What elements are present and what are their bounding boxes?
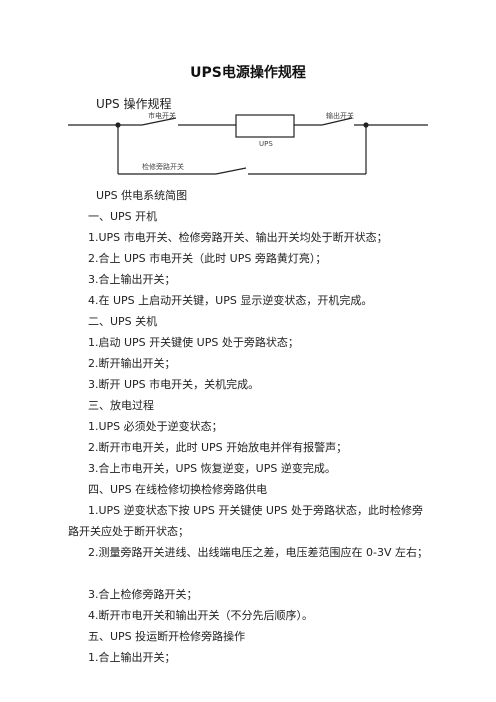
text-line-1: 一、UPS 开机: [88, 210, 158, 223]
text-line-10: 三、放电过程: [88, 399, 154, 412]
text-line-2: 1.UPS 市电开关、检修旁路开关、输出开关均处于断开状态；: [88, 231, 388, 244]
text-line-6: 二、UPS 关机: [88, 315, 158, 328]
page-title: UPS电源操作规程: [190, 65, 306, 81]
ups-wiring-diagram: 市电开关 UPS 输出开关 检修旁路开关: [68, 111, 428, 175]
ups-box-label: UPS: [259, 140, 273, 148]
text-line-18: 1.合上输出开关；: [88, 651, 176, 664]
paragraph-1-text: 1.UPS 逆变状态下按 UPS 开关键使 UPS 处于旁路状态，此时检修旁路开…: [68, 504, 423, 538]
text-line-13: 3.合上市电开关，UPS 恢复逆变，UPS 逆变完成。: [88, 462, 336, 475]
text-line-12: 2.断开市电开关，此时 UPS 开始放电并伴有报警声；: [88, 441, 348, 454]
mains-switch-label: 市电开关: [148, 111, 176, 120]
text-line-15: 3.合上检修旁路开关；: [88, 588, 198, 601]
paragraph-1: 1.UPS 逆变状态下按 UPS 开关键使 UPS 处于旁路状态，此时检修旁路开…: [68, 500, 428, 542]
bypass-switch-label: 检修旁路开关: [142, 162, 184, 171]
text-line-3: 2.合上 UPS 市电开关（此时 UPS 旁路黄灯亮）；: [88, 252, 327, 265]
bypass-switch-blade: [215, 167, 247, 175]
text-line-16: 4.断开市电开关和输出开关（不分先后顺序）。: [88, 609, 313, 622]
output-switch-label: 输出开关: [326, 111, 354, 120]
text-line-7: 1.启动 UPS 开关键使 UPS 处于旁路状态；: [88, 336, 299, 349]
ups-box: [235, 114, 295, 138]
subtitle: UPS 操作规程: [96, 97, 172, 111]
output-switch-blade: [321, 117, 353, 126]
text-line-11: 1.UPS 必须处于逆变状态；: [88, 420, 223, 433]
paragraph-2-text: 2.测量旁路开关进线、出线端电压之差，电压差范围应在 0-3V 左右；: [88, 546, 428, 559]
diagram-caption: UPS 供电系统简图: [96, 189, 188, 202]
mains-switch-blade: [141, 117, 177, 126]
text-line-5: 4.在 UPS 上启动开关键，UPS 显示逆变状态，开机完成。: [88, 294, 373, 307]
text-line-8: 2.断开输出开关；: [88, 357, 176, 370]
paragraph-2: 2.测量旁路开关进线、出线端电压之差，电压差范围应在 0-3V 左右；: [68, 542, 428, 563]
text-line-14: 四、UPS 在线检修切换检修旁路供电: [88, 483, 268, 496]
text-line-4: 3.合上输出开关；: [88, 273, 176, 286]
text-line-9: 3.断开 UPS 市电开关，关机完成。: [88, 378, 260, 391]
text-line-17: 五、UPS 投运断开检修旁路操作: [88, 630, 246, 643]
